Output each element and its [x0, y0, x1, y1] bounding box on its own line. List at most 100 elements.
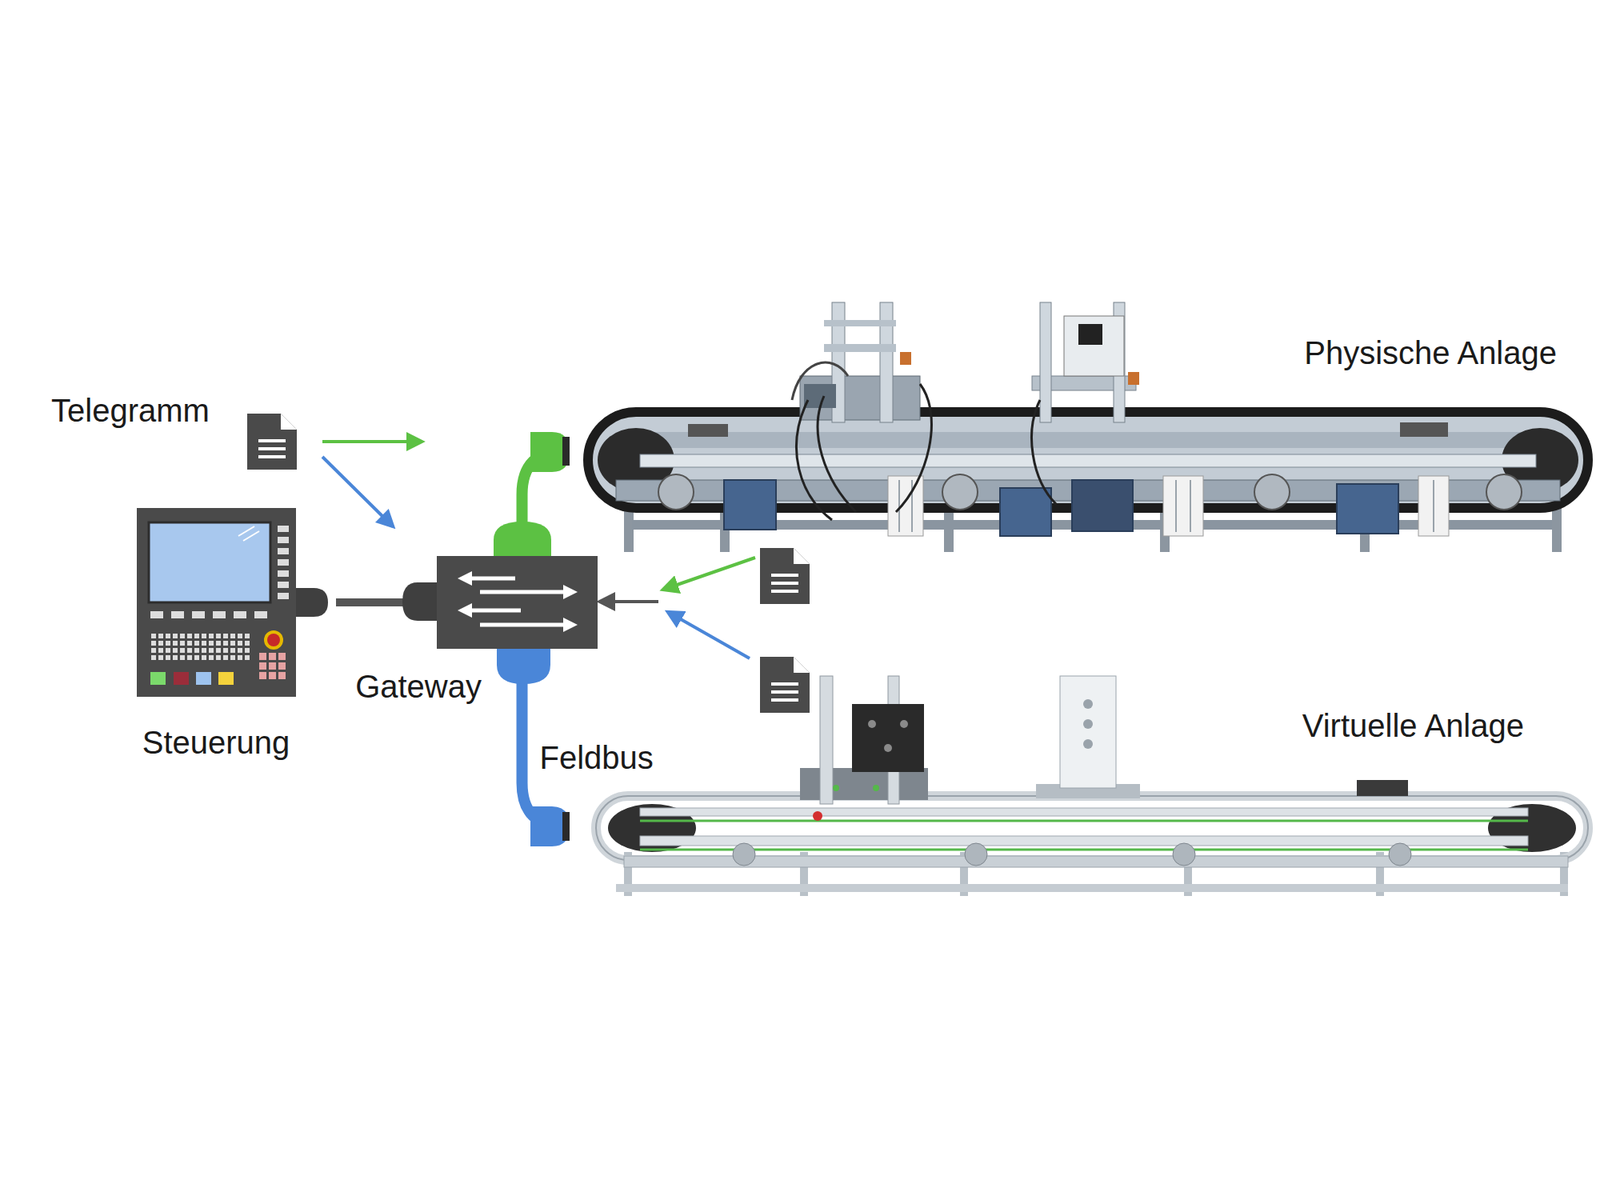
circle-shape	[832, 784, 840, 792]
rect-shape	[1072, 480, 1133, 532]
line-shape	[243, 531, 260, 541]
polygon-shape	[563, 584, 578, 600]
line-shape	[480, 623, 565, 628]
rect-shape	[1356, 780, 1408, 796]
controller-icon	[136, 508, 296, 697]
rect-shape	[900, 352, 912, 365]
path-shape	[247, 413, 297, 470]
circle-shape	[1486, 474, 1522, 510]
rect-shape	[771, 698, 799, 702]
rect-shape	[171, 611, 184, 619]
rect-shape	[852, 704, 924, 772]
gateway-arrows	[436, 556, 598, 649]
rect-shape	[688, 424, 728, 437]
rect-shape	[1064, 316, 1124, 376]
rect-shape	[820, 676, 833, 804]
path-shape	[280, 413, 297, 430]
line-shape	[640, 820, 1528, 823]
physical-plant-illustration	[588, 302, 1588, 552]
line-shape	[238, 526, 255, 536]
rect-shape	[1060, 676, 1116, 788]
circle-shape	[900, 720, 908, 728]
rect-shape	[640, 808, 1528, 816]
rect-shape	[136, 508, 296, 697]
g-shape	[457, 571, 578, 632]
rect-shape	[277, 559, 289, 566]
circle-shape	[1172, 843, 1196, 866]
rect-shape	[771, 589, 799, 593]
path-shape	[793, 548, 810, 564]
g-shape	[760, 656, 810, 713]
line-shape	[600, 600, 659, 604]
rect-shape	[258, 447, 286, 451]
rect-shape	[277, 536, 289, 544]
path-shape	[817, 396, 856, 512]
line-shape	[470, 576, 516, 581]
circle-shape	[884, 744, 892, 752]
virtual-plant: Virtuelle Anlage	[569, 668, 1592, 900]
rect-shape	[218, 672, 234, 685]
rect-shape	[254, 611, 268, 619]
rect-shape	[824, 320, 896, 327]
line-shape	[663, 557, 756, 590]
path-shape	[896, 384, 932, 512]
node-label: Steuerung	[96, 724, 336, 761]
rect-shape	[277, 581, 289, 588]
path-shape	[792, 362, 848, 400]
rect-shape	[724, 480, 776, 530]
rect-shape	[1128, 372, 1140, 385]
g-shape	[247, 413, 297, 470]
line-shape	[1432, 480, 1435, 532]
circle-shape	[1083, 739, 1093, 749]
rect-shape	[259, 652, 288, 682]
rect-shape	[1400, 422, 1448, 437]
circle-shape	[1083, 719, 1093, 729]
rect-shape	[196, 672, 212, 685]
circle-shape	[264, 630, 284, 650]
path-shape	[760, 548, 810, 604]
line-shape	[470, 608, 521, 613]
circle-shape	[964, 843, 988, 866]
path-shape	[796, 400, 832, 520]
circle-shape	[1254, 474, 1290, 510]
rect-shape	[192, 611, 205, 619]
edge-label: Feldbus	[540, 739, 654, 776]
rect-shape	[640, 454, 1536, 468]
rect-shape	[233, 611, 247, 619]
cable-plug	[296, 588, 328, 617]
circle-shape	[868, 720, 876, 728]
rect-shape	[1418, 476, 1449, 536]
free-label: Telegramm	[51, 392, 210, 429]
rect-shape	[258, 455, 286, 459]
line-shape	[898, 480, 900, 532]
rect-shape	[1000, 488, 1052, 536]
line-shape	[911, 480, 913, 532]
path-shape	[1032, 400, 1056, 504]
rect-shape	[1078, 324, 1103, 345]
cable-plug	[496, 648, 551, 684]
rect-shape	[824, 344, 896, 352]
circle-shape	[1388, 843, 1412, 866]
node-label: Gateway	[355, 668, 482, 705]
rect-shape	[277, 525, 289, 532]
circle-shape	[1083, 699, 1093, 709]
rect-shape	[277, 592, 289, 600]
rect-shape	[624, 856, 1568, 868]
rect-shape	[800, 768, 928, 800]
rect-shape	[150, 611, 164, 619]
rect-shape	[148, 522, 271, 603]
gateway-box: Gateway	[436, 556, 598, 649]
line-shape	[1189, 480, 1192, 532]
rect-shape	[616, 884, 1568, 892]
node-label: Physische Anlage	[1304, 334, 1557, 372]
node-label: Virtuelle Anlage	[1302, 707, 1524, 744]
line-shape	[322, 456, 393, 527]
rect-shape	[771, 573, 799, 577]
circle-shape	[872, 784, 880, 792]
rect-shape	[1040, 302, 1052, 423]
rect-shape	[277, 548, 289, 555]
path-shape	[793, 656, 810, 673]
